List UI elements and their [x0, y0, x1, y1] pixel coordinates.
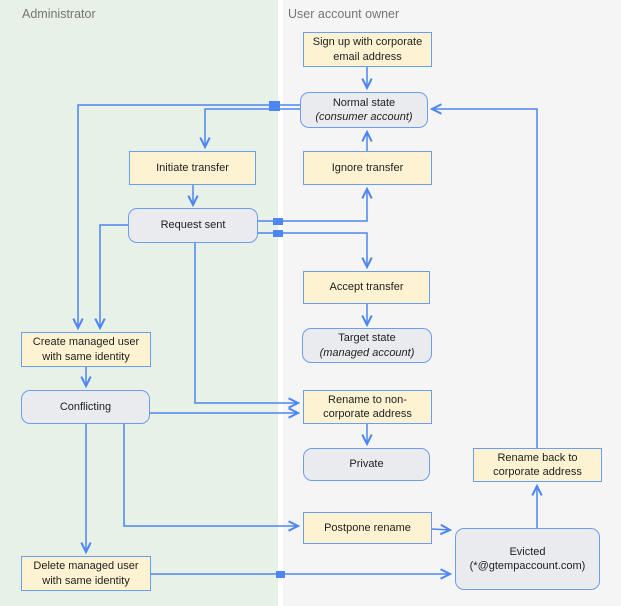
edge-postpone-to-evicted — [431, 523, 453, 536]
node-label: corporate address — [323, 408, 412, 420]
node-conflicting: Conflicting — [21, 390, 150, 424]
lane-administrator — [0, 0, 278, 606]
node-label: Rename back to — [497, 451, 578, 464]
edge-normal-to-initiate — [199, 108, 300, 150]
node-accept-transfer: Accept transfer — [303, 271, 430, 304]
node-rename-back-to-corporate: Rename back to corporate address — [473, 448, 602, 482]
node-label: email address — [333, 50, 402, 63]
node-evicted: Evicted (*@gtempaccount.com) — [455, 528, 600, 590]
edge-conflicting-to-postpone — [123, 424, 301, 532]
node-label: Delete managed user — [33, 560, 139, 573]
node-sign-up: Sign up with corporate email address — [303, 32, 432, 67]
node-label: Initiate transfer — [156, 161, 229, 174]
node-create-managed-user: Create managed user with same identity — [21, 332, 151, 367]
lane-title-administrator: Administrator — [22, 7, 96, 21]
node-label: Create managed user — [32, 336, 140, 349]
node-postpone-rename: Postpone rename — [303, 512, 432, 544]
edge-request-to-rename-noncorp — [194, 243, 301, 409]
node-label: Conflicting — [59, 400, 112, 413]
lane-crossing-mark — [273, 218, 283, 225]
lane-crossing-mark — [273, 230, 283, 237]
node-rename-to-non-corporate: Rename to non- corporate address — [303, 390, 432, 424]
node-delete-managed-user: Delete managed user with same identity — [21, 556, 151, 591]
node-label: Postpone rename — [324, 521, 411, 534]
node-label: Target state — [338, 332, 396, 345]
node-label: Evicted — [509, 545, 546, 558]
node-label: (consumer account) — [315, 111, 413, 123]
node-label: Ignore transfer — [331, 161, 404, 174]
lane-title-user-account-owner: User account owner — [288, 7, 400, 21]
lane-divider — [278, 0, 283, 606]
node-private: Private — [303, 448, 430, 481]
node-request-sent: Request sent — [128, 208, 258, 243]
node-initiate-transfer: Initiate transfer — [129, 151, 256, 185]
node-label: Request sent — [160, 219, 226, 232]
node-label: (managed account) — [319, 346, 415, 359]
lane-crossing-mark — [269, 101, 280, 111]
edge-request-to-accept — [258, 232, 373, 270]
node-normal-state: Normal state (consumer account) — [300, 92, 428, 128]
edge-normal-to-create — [72, 104, 300, 331]
node-label: corporate address — [493, 466, 582, 478]
edge-request-to-create — [94, 224, 128, 331]
node-label: Normal state — [332, 96, 396, 109]
node-label: with same identity — [42, 574, 130, 587]
node-label: (*@gtempaccount.com) — [469, 560, 586, 572]
node-target-state: Target state (managed account) — [302, 328, 432, 363]
node-label: Sign up with corporate — [312, 36, 423, 49]
lane-crossing-mark — [276, 571, 285, 578]
node-label: with same identity — [42, 350, 130, 363]
node-label: Accept transfer — [329, 281, 404, 294]
node-label: Private — [349, 458, 384, 471]
edge-request-to-ignore — [258, 186, 373, 222]
node-ignore-transfer: Ignore transfer — [303, 151, 432, 185]
node-label: Rename to non- — [328, 393, 407, 406]
edge-rename-back-to-normal — [429, 103, 538, 448]
